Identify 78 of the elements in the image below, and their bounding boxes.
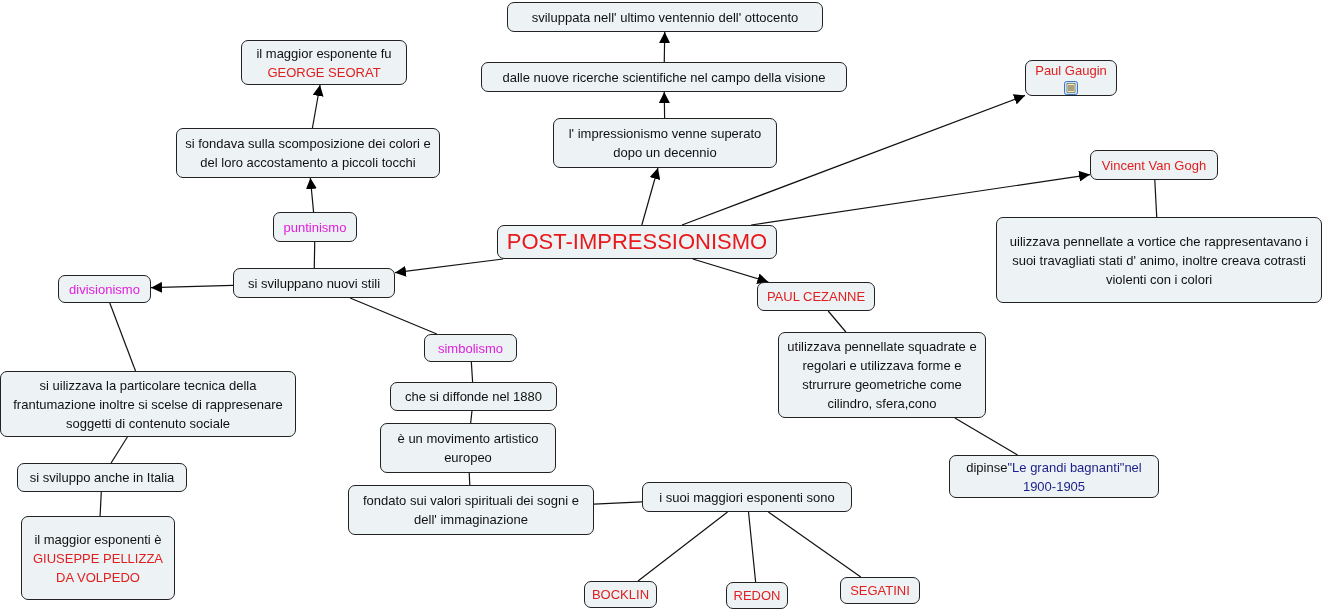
node-text: GIUSEPPE PELLIZZA DA VOLPEDO xyxy=(31,549,164,587)
concept-box xyxy=(840,577,920,604)
concept-box xyxy=(273,212,357,242)
connector-line xyxy=(470,361,474,383)
connector-line xyxy=(593,501,643,505)
concept-box xyxy=(778,332,986,418)
node-text: l' impressionismo venne superato dopo un decennio xyxy=(567,125,763,162)
node-text: PAUL CEZANNE xyxy=(766,288,866,306)
node-text: Paul Gaugin xyxy=(1035,62,1107,80)
concept-box xyxy=(21,516,175,600)
concept-box xyxy=(233,268,395,298)
concept-box xyxy=(642,482,852,512)
node-text: uilizzava pennellate a vortice che rappresentavano i suoi travagliati stati d' animo, inoltre creava cotrasti violenti con i colori xyxy=(1008,232,1310,289)
concept-box xyxy=(996,217,1322,303)
node-text: puntinismo xyxy=(283,218,347,237)
connector-line xyxy=(1154,179,1158,218)
connector-line xyxy=(767,511,862,578)
concept-box xyxy=(726,582,788,609)
node-text: i suoi maggiori esponenti sono xyxy=(659,488,835,507)
node-text: Vincent Van Gogh xyxy=(1101,156,1207,175)
concept-box xyxy=(176,128,440,178)
node-text: simbolismo xyxy=(438,339,503,358)
concept-box xyxy=(757,282,875,311)
node-text: si sviluppo anche in Italia xyxy=(29,469,175,487)
connector-line xyxy=(827,310,847,333)
node-text: GEORGE SEORAT xyxy=(267,63,381,82)
node-text: il maggior esponente fu xyxy=(256,44,392,63)
arrow xyxy=(305,177,317,213)
node-text: dipinse xyxy=(966,459,1008,475)
arrow xyxy=(681,94,1026,226)
node-text: REDON xyxy=(733,587,781,605)
arrow xyxy=(659,31,671,63)
node-text: si sviluppano nuovi stili xyxy=(247,274,381,293)
node-text: fondato sui valori spirituali dei sogni e dell' immaginazione xyxy=(361,492,581,529)
concept-box xyxy=(17,463,187,492)
arrow xyxy=(394,258,504,277)
node-text: sviluppata nell' ultimo ventennio dell' ottocento xyxy=(531,8,799,27)
concept-box xyxy=(497,225,777,259)
node-text: POST-IMPRESSIONISMO xyxy=(506,228,768,256)
concept-box xyxy=(1090,150,1218,180)
concept-box xyxy=(0,371,296,437)
node-text: SEGATINI xyxy=(850,582,910,600)
concept-box xyxy=(348,485,594,535)
connector-line xyxy=(99,491,102,517)
connector-line xyxy=(110,436,128,464)
arrow xyxy=(150,281,234,293)
arrow xyxy=(311,84,324,129)
connector-line xyxy=(109,302,137,372)
concept-box xyxy=(390,382,557,411)
concept-box xyxy=(424,334,517,362)
concept-box xyxy=(553,118,777,168)
node-text: utilizzava pennellate squadrate e regolari e utilizzava forme e strurrure geometriche come cilindro, sfera,cono xyxy=(786,338,978,413)
connector-line xyxy=(954,417,1019,456)
connector-line xyxy=(637,511,729,582)
connector-line xyxy=(349,297,438,335)
node-text: si fondava sulla scomposizione dei colori e del loro accostamento a piccoli tocchi xyxy=(184,135,432,172)
node-text: BOCKLIN xyxy=(591,586,650,604)
node-text: dalle nuove ricerche scientifiche nel campo della visione xyxy=(502,68,826,87)
arrow xyxy=(641,167,661,226)
node-text: si uilizzava la particolare tecnica della frantumazione inoltre si scelse di rappresenare soggetti di contenuto sociale xyxy=(12,376,284,433)
node-text: divisionismo xyxy=(69,280,140,299)
concept-box xyxy=(481,62,847,92)
concept-box xyxy=(58,275,151,303)
node-text: che si diffonde nel 1880 xyxy=(404,388,543,406)
node-text: "Le grandi bagnanti"nel 1900-1905 xyxy=(1007,459,1142,494)
node-text: il maggior esponenti è xyxy=(34,530,162,549)
connector-line xyxy=(747,511,757,583)
concept-box xyxy=(507,2,823,32)
node-text: è un movimento artistico europeo xyxy=(396,430,540,467)
arrow xyxy=(692,258,769,285)
connector-line xyxy=(313,241,316,269)
concept-box xyxy=(584,581,657,608)
arrow xyxy=(658,91,670,119)
concept-box xyxy=(1025,60,1117,96)
connector-line xyxy=(470,410,473,424)
concept-box xyxy=(949,455,1159,498)
concept-box xyxy=(380,423,556,473)
concept-box xyxy=(241,40,407,85)
